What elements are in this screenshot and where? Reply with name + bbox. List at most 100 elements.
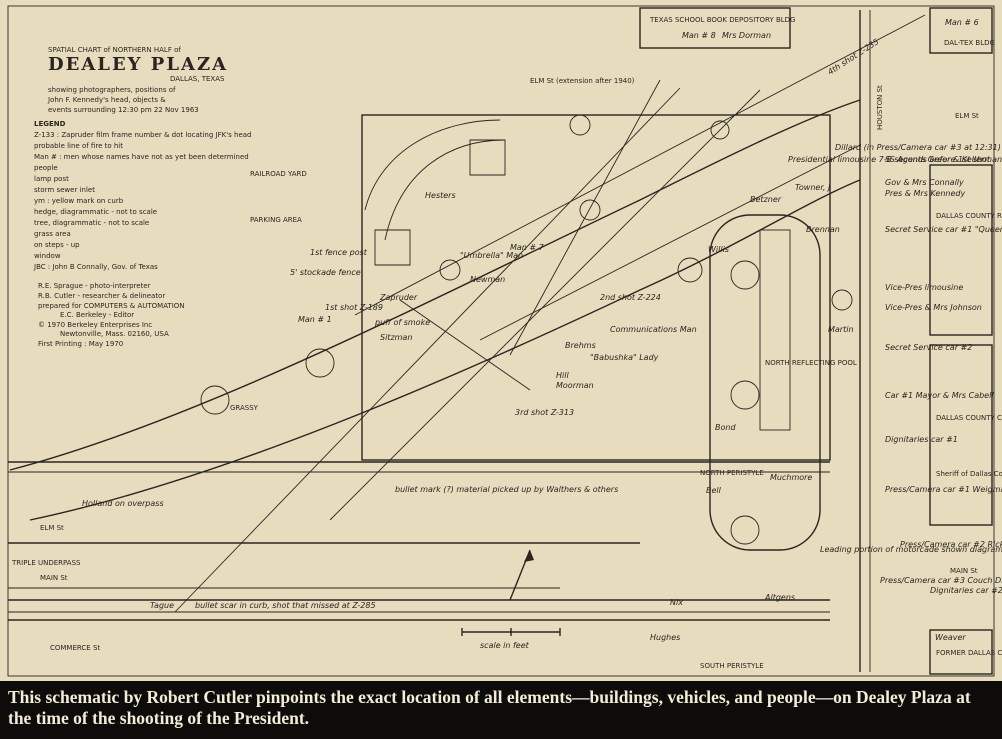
header-line-4: events surrounding 12:30 pm 22 Nov 1963 [48, 106, 199, 114]
person-label: Betzner [750, 195, 782, 204]
legend-item: Z-133 : Zapruder film frame number & dot… [34, 131, 251, 139]
legend-item: on steps - up [34, 241, 80, 249]
main-street-label: MAIN St [40, 574, 68, 582]
vehicle-label: Press/Camera car #3 Couch Dillard [880, 576, 1002, 585]
motorcade-note: Leading portion of motorcade shown diagr… [820, 545, 1002, 554]
person-label: "Babushka" Lady [590, 353, 659, 362]
main-street-east-label: MAIN St [950, 567, 978, 575]
credit-line: © 1970 Berkeley Enterprises Inc [38, 321, 152, 329]
person-label: Brehms [565, 341, 596, 350]
vehicle-label: Vice-Pres limousine [885, 283, 963, 292]
person-label: Bond [715, 423, 736, 432]
dealey-plaza-map: scale in feet SPATIAL CHART of NORTHERN … [0, 0, 1002, 681]
dal-tex-label: DAL-TEX BLDG [944, 39, 995, 47]
person-label: Communications Man [610, 325, 697, 334]
person-label: Zapruder [379, 293, 418, 302]
trees [200, 114, 853, 545]
legend-item: storm sewer inlet [34, 186, 95, 194]
person-label: Tague [150, 601, 174, 610]
buildings [639, 7, 993, 675]
vehicle-label: SS Agents Greer & Kellerman [885, 155, 1002, 164]
chart-header-line-1: SPATIAL CHART of NORTHERN HALF of [48, 46, 181, 54]
credit-line: R.E. Sprague - photo-interpreter [38, 282, 151, 290]
parking-area-label: PARKING AREA [250, 216, 302, 224]
motorcade: Dillard (in Press/Camera car #3 at 12:31… [788, 143, 1002, 595]
person-label: Man # 1 [298, 315, 332, 324]
person-label: Sitzman [380, 333, 412, 342]
legend-item: ym : yellow mark on curb [34, 197, 124, 205]
vehicle-label: Car #1 Mayor & Mrs Cabell [885, 391, 994, 400]
elm-extension-label: ELM St (extension after 1940) [530, 77, 635, 85]
south-peristyle-label: SOUTH PERISTYLE [700, 662, 764, 670]
person-label: Man # 6 [945, 18, 979, 27]
paper [0, 0, 1002, 681]
vehicle-label: Secret Service car #2 [885, 343, 972, 352]
person-label: Man # 8 [682, 31, 716, 40]
header-line-2: showing photographers, positions of [48, 86, 176, 94]
map-title: DEALEY PLAZA [48, 54, 228, 75]
elm-street-label: ELM St [40, 524, 64, 532]
streets [8, 10, 871, 672]
sheriff-office-label: Sheriff of Dallas County 1st floor offic… [936, 470, 1002, 478]
person-label: Nix [670, 598, 683, 607]
vehicle-label: Dillard (in Press/Camera car #3 at 12:31… [835, 143, 1001, 152]
person-label: Willis [708, 245, 729, 254]
person-label: Martin [828, 325, 854, 334]
fence-post-note: 1st fence post [310, 248, 368, 257]
grassy-label: GRASSY [230, 404, 259, 412]
vehicle-label: Gov & Mrs Connally [885, 178, 964, 187]
scale-label: scale in feet [480, 641, 530, 650]
person-label: Bell [706, 486, 722, 495]
tsbd-label: TEXAS SCHOOL BOOK DEPOSITORY BLDG [649, 16, 795, 24]
people: Man # 8 Mrs Dorman Man # 6 Man # 7 Man #… [82, 18, 979, 642]
elm-street-right-label: ELM St [955, 112, 979, 120]
shot-lines [174, 14, 926, 613]
legend: LEGEND Z-133 : Zapruder film frame numbe… [33, 120, 251, 271]
vehicle-label: Press/Camera car #2 Rickerby [900, 540, 1002, 549]
person-label: Hill [556, 371, 569, 380]
commerce-street-label: COMMERCE St [50, 644, 100, 652]
shot-label: 1st shot Z-189 [325, 303, 383, 312]
person-label: Newman [470, 275, 505, 284]
map-caption: This schematic by Robert Cutler pinpoint… [8, 687, 971, 728]
legend-item: hedge, diagrammatic - not to scale [34, 208, 157, 216]
bullet-mark-note: bullet mark (?) material picked up by Wa… [395, 485, 618, 494]
scale-bar: scale in feet [461, 628, 561, 650]
map-border [7, 5, 995, 677]
vehicle-label: Secret Service car #1 "Queen Mary" [885, 225, 1002, 234]
stockade-fence-note: 5' stockade fence [290, 268, 361, 277]
former-courts-label: FORMER DALLAS CTY COURTS BLDG [936, 649, 1002, 657]
city-label: DALLAS, TEXAS [170, 75, 225, 83]
bullet-scar-note: bullet scar in curb, shot that missed at… [195, 601, 376, 610]
legend-item: JBC : John B Connally, Gov. of Texas [33, 263, 158, 271]
reflecting-pool-label: NORTH REFLECTING POOL [765, 359, 857, 367]
legend-item: window [34, 252, 61, 260]
legend-item: tree, diagrammatic - not to scale [34, 219, 149, 227]
person-label: Moorman [556, 381, 594, 390]
records-building-label: DALLAS COUNTY RECORDS BLDG [936, 212, 1002, 220]
vehicle-label: Dignitaries car #2 [930, 586, 1002, 595]
person-label: Hughes [650, 633, 680, 642]
person-label: Holland on overpass [82, 499, 164, 508]
person-label: Weaver [935, 633, 966, 642]
vehicle-label: Presidential limousine 7-8 seconds befor… [788, 155, 991, 164]
person-label: "Umbrella" Man [460, 251, 523, 260]
legend-item: lamp post [34, 175, 69, 183]
criminal-courts-label: DALLAS COUNTY CRIMINAL COURTS BLDG [936, 414, 1002, 422]
legend-title: LEGEND [34, 120, 66, 128]
person-label: Brennan [806, 225, 840, 234]
houston-street-label: HOUSTON St [876, 85, 884, 130]
vehicle-label: Pres & Mrs Kennedy [885, 189, 965, 198]
header-line-3: John F. Kennedy's head, objects & [47, 96, 166, 104]
legend-item: grass area [34, 230, 71, 238]
vehicle-label: Dignitaries car #1 [885, 435, 958, 444]
legend-item: probable line of fire to hit [34, 142, 123, 150]
person-label: Altgens [764, 593, 795, 602]
person-label: Mrs Dorman [722, 31, 771, 40]
credit-line: E.C. Berkeley - Editor [60, 311, 134, 319]
shot-label: 3rd shot Z-313 [515, 408, 574, 417]
credit-line: prepared for COMPUTERS & AUTOMATION [38, 302, 185, 310]
shot-label: 2nd shot Z-224 [600, 293, 661, 302]
legend-item: people [34, 164, 58, 172]
